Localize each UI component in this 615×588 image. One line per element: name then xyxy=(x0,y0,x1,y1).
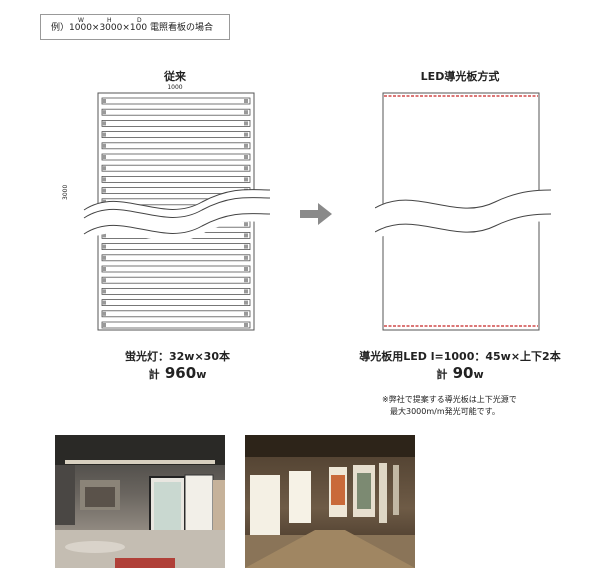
tube-socket xyxy=(102,255,106,260)
width-superscript: W xyxy=(78,17,84,24)
left-total: 計 960w xyxy=(120,364,235,382)
tube-socket xyxy=(102,110,106,115)
fluorescent-tube xyxy=(101,176,251,183)
tube-socket xyxy=(244,267,248,271)
break-fill-right xyxy=(375,190,551,241)
tube-socket xyxy=(244,233,248,238)
left-total-value: 960 xyxy=(164,364,197,382)
fluorescent-signboard-diagram xyxy=(83,92,271,331)
tube-socket xyxy=(102,166,106,171)
fluorescent-tube xyxy=(101,119,251,127)
tube-socket xyxy=(102,244,106,249)
tube-socket xyxy=(102,278,106,283)
tube-socket xyxy=(102,311,106,316)
led-lightguide-diagram xyxy=(375,92,552,331)
arrow-right-icon xyxy=(300,203,332,225)
left-total-unit: w xyxy=(196,368,207,381)
tube-socket xyxy=(102,300,106,305)
break-line-bottom xyxy=(83,213,271,235)
right-total-prefix: 計 xyxy=(436,368,448,381)
tube-socket xyxy=(102,155,106,159)
left-title: 従来 xyxy=(164,70,186,83)
underground-passage-photo xyxy=(245,435,415,568)
fluorescent-tube xyxy=(101,97,251,105)
tube-socket xyxy=(102,267,106,271)
depth-superscript: D xyxy=(137,17,142,24)
fluorescent-tube xyxy=(101,131,251,138)
fluorescent-tube xyxy=(101,254,251,262)
tube-socket xyxy=(244,121,248,126)
station-concourse-photo xyxy=(55,435,225,568)
width-dimension-label: 1000 xyxy=(167,84,183,91)
right-spec: 導光板用LED l=1000：45w×上下2本 xyxy=(359,350,561,363)
tube-socket xyxy=(244,177,248,182)
break-line-top-2 xyxy=(83,197,271,219)
tube-socket xyxy=(102,132,106,137)
break-fill xyxy=(84,189,270,242)
tube-socket xyxy=(244,99,248,103)
break-line-right-top xyxy=(375,189,552,209)
fluorescent-tube xyxy=(101,310,251,318)
break-line-top xyxy=(83,189,271,211)
break-line-right-bottom xyxy=(375,213,552,233)
tube-socket xyxy=(244,132,248,137)
fluorescent-tube xyxy=(101,321,251,329)
tube-socket xyxy=(244,289,248,294)
tube-socket xyxy=(102,323,106,327)
example-prefix: 例） xyxy=(51,23,70,33)
tube-socket xyxy=(244,311,248,316)
tube-socket xyxy=(244,323,248,327)
fluorescent-tube xyxy=(101,299,251,307)
tube-socket xyxy=(244,244,248,249)
fluorescent-tube xyxy=(101,164,251,172)
tube-socket xyxy=(102,99,106,103)
tube-socket xyxy=(244,255,248,260)
height-superscript: H xyxy=(107,17,112,24)
tube-socket xyxy=(244,222,248,227)
tube-socket xyxy=(102,121,106,126)
fluorescent-tube xyxy=(101,287,251,295)
right-total-value: 90 xyxy=(452,364,474,382)
tube-socket xyxy=(244,300,248,305)
tube-socket xyxy=(102,289,106,294)
fluorescent-tube xyxy=(101,276,251,284)
right-total: 計 90w xyxy=(410,364,510,382)
tube-socket xyxy=(244,110,248,115)
fluorescent-tube xyxy=(101,108,251,116)
tube-socket xyxy=(244,155,248,159)
height-dimension-label: 3000 xyxy=(62,184,69,200)
example-dimensions: 1000×3000×100 xyxy=(69,23,148,33)
tube-socket xyxy=(244,278,248,283)
example-suffix: 電照看板の場合 xyxy=(149,23,213,33)
right-total-unit: w xyxy=(473,368,484,381)
right-title: LED導光板方式 xyxy=(420,70,500,83)
tube-socket xyxy=(102,233,106,238)
tube-socket xyxy=(102,177,106,182)
tube-socket xyxy=(102,188,106,193)
tube-socket xyxy=(244,143,248,148)
note-line-2: 最大3000m/m発光可能です。 xyxy=(390,407,500,416)
fluorescent-tube xyxy=(101,243,251,251)
fluorescent-tube xyxy=(101,142,251,150)
note-line-1: ※弊社で提案する導光板は上下光源で xyxy=(382,395,517,404)
right-note: ※弊社で提案する導光板は上下光源で 最大3000m/m発光可能です。 xyxy=(382,394,517,418)
tube-socket xyxy=(244,166,248,171)
left-spec: 蛍光灯：32w×30本 xyxy=(125,350,230,363)
fluorescent-tube xyxy=(101,265,251,273)
fluorescent-tube xyxy=(101,153,251,161)
tube-socket xyxy=(102,143,106,148)
left-total-prefix: 計 xyxy=(148,368,160,381)
